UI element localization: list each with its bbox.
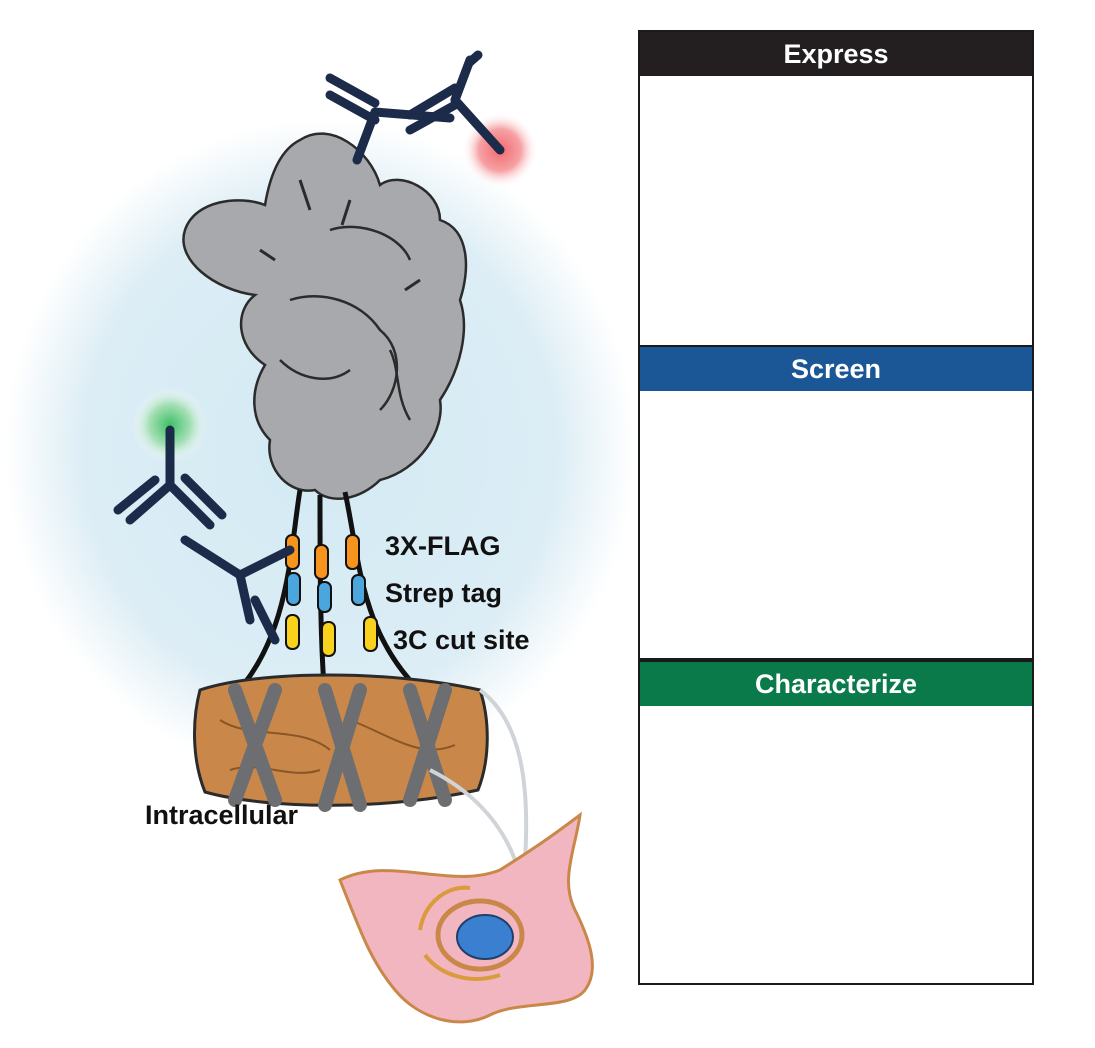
panel-characterize: Characterize [638, 660, 1034, 985]
panel-screen-header: Screen [640, 347, 1032, 391]
strep-tags [286, 572, 366, 613]
panel-screen: Screen [638, 345, 1034, 660]
cell-illustration [338, 811, 594, 1024]
panel-characterize-header: Characterize [640, 662, 1032, 706]
zoom-connector [478, 688, 529, 861]
label-3x-flag: 3X-FLAG [385, 531, 501, 561]
membrane-bead [193, 673, 489, 812]
antibody-green [113, 425, 295, 645]
label-intracellular: Intracellular [145, 800, 299, 830]
label-strep-tag: Strep tag [385, 578, 503, 608]
label-3c-cut-site: 3C cut site [393, 625, 530, 655]
cut-site-tags [285, 614, 378, 657]
membrane-protein [182, 132, 468, 500]
panel-express: Express [638, 30, 1034, 355]
green-fluorophore [132, 387, 208, 463]
panel-express-header: Express [640, 32, 1032, 76]
antibody-red [325, 50, 505, 165]
